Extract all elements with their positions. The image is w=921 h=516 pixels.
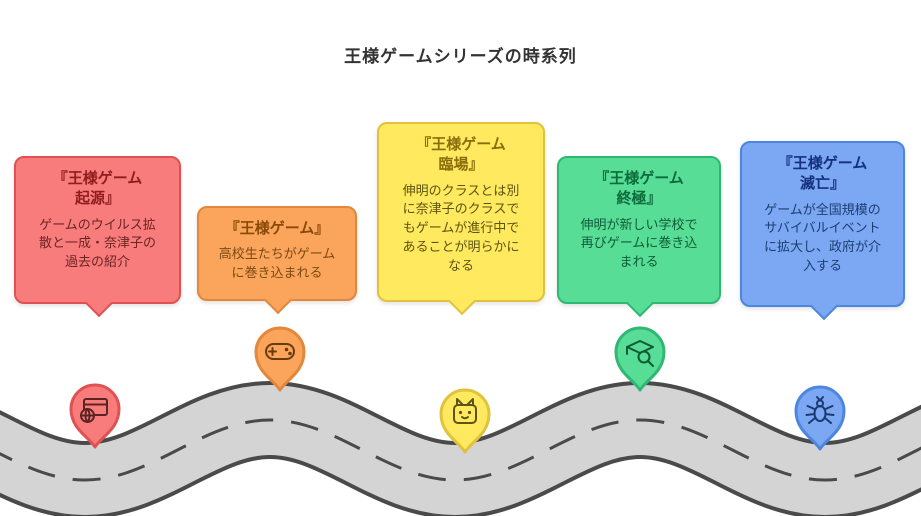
gamepad-icon	[265, 343, 295, 360]
card-title: 『王様ゲーム 終極』	[594, 170, 684, 208]
card-title: 『王様ゲーム』	[224, 220, 330, 237]
cat-arcade-icon	[453, 398, 477, 424]
road-centerline	[0, 418, 921, 482]
timeline-card-metsubou: 『王様ゲーム 滅亡』 ゲームが全国規模の サバイバルイベント に拡大し、政府が介…	[740, 141, 905, 321]
card-title: 『王様ゲーム 臨場』	[416, 136, 506, 174]
card-body: 高校生たちがゲーム に巻き込まれる	[218, 246, 336, 281]
timeline-card-kigen: 『王様ゲーム 起源』 ゲームのウイルス拡 散と一成・奈津子の 過去の紹介	[14, 156, 181, 318]
card-body: 伸明のクラスとは別 に奈津子のクラスで もゲームが進行中で あることが明らかに …	[402, 182, 520, 273]
timeline-card-main: 『王様ゲーム』 高校生たちがゲーム に巻き込まれる	[197, 206, 357, 315]
map-pin	[794, 385, 846, 451]
card-body: ゲームが全国規模の サバイバルイベント に拡大し、政府が介 入する	[763, 201, 881, 274]
card-title: 『王様ゲーム 滅亡』	[777, 155, 868, 193]
card-body: 伸明が新しい学校で 再びゲームに巻き込 まれる	[580, 216, 698, 270]
card-title: 『王様ゲーム 起源』	[52, 170, 143, 208]
map-pin	[69, 383, 121, 449]
map-pin	[614, 326, 666, 392]
timeline-card-rinjou: 『王様ゲーム 臨場』 伸明のクラスとは別 に奈津子のクラスで もゲームが進行中で…	[377, 122, 545, 316]
page-title: 王様ゲームシリーズの時系列	[344, 47, 577, 66]
map-pin	[439, 388, 491, 454]
timeline-card-shuukyoku: 『王様ゲーム 終極』 伸明が新しい学校で 再びゲームに巻き込 まれる	[557, 156, 721, 318]
map-pin	[254, 326, 306, 392]
fly-icon	[805, 396, 835, 424]
card-body: ゲームのウイルス拡 散と一成・奈津子の 過去の紹介	[38, 216, 156, 270]
credit-card-globe-icon	[80, 398, 108, 423]
graduation-search-icon	[626, 340, 654, 367]
